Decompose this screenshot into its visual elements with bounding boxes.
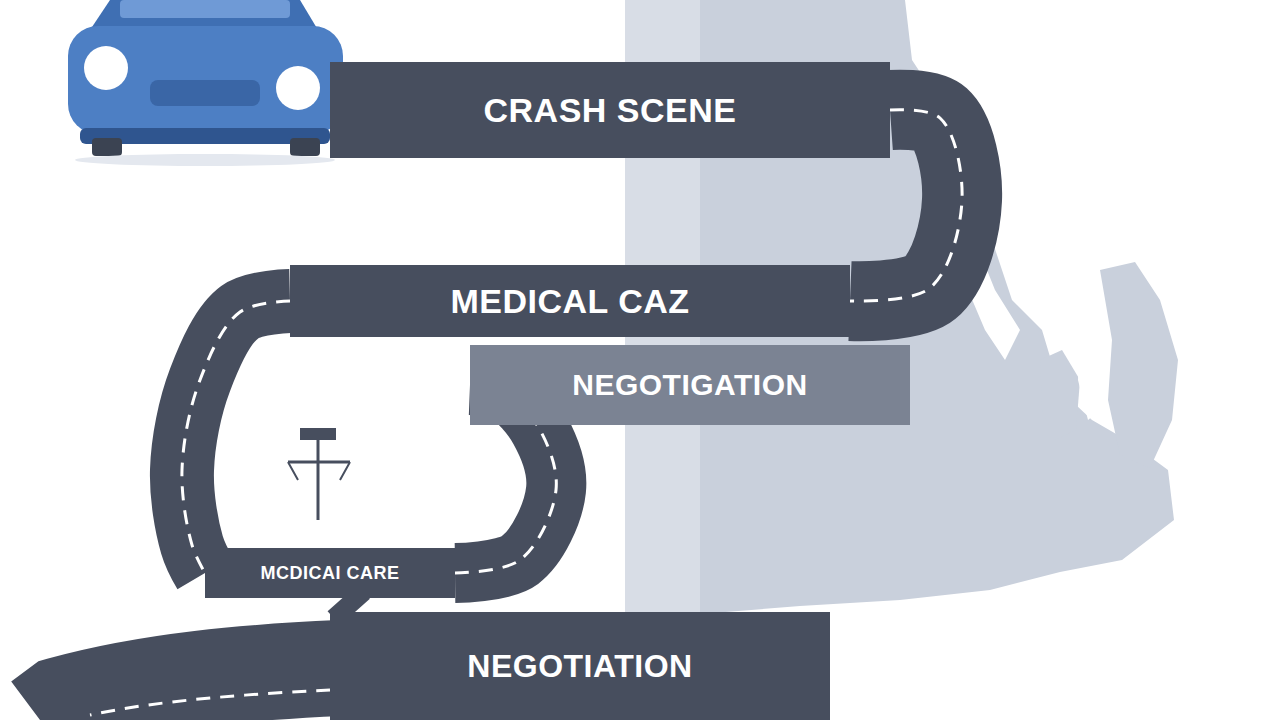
road-connector-group [182,301,290,573]
road-band: MCDICAI CARE [205,548,455,598]
map-bay [1078,300,1100,420]
band-label: NEGOTIGATION [572,368,807,402]
car-windshield [120,0,290,18]
scales-pan [288,462,350,480]
map-island [1040,350,1080,440]
road-segment [40,668,340,720]
band-label: CRASH SCENE [484,91,737,130]
car-grille [150,80,260,106]
car-body [68,26,343,134]
band-label: NEGOTIATION [467,648,692,685]
road-band: CRASH SCENE [330,62,890,158]
road-connector-group [343,598,356,612]
car-shadow [75,154,335,166]
lane-marking [182,301,290,573]
band-label: MCDICAI CARE [261,563,400,584]
road-band: NEGOTIATION [330,612,830,720]
scales-post [317,440,320,520]
car-roof [90,0,318,30]
scales-beam [288,461,350,464]
car-icon [68,0,343,166]
map-island [1100,262,1178,468]
car-headlight [276,66,320,110]
road-connector [343,598,356,612]
road-band: NEGOTIGATION [470,345,910,425]
scales-top [300,428,336,440]
lane-marking [90,690,330,715]
road-connector [182,301,290,573]
car-headlight [84,46,128,90]
scales-icon [230,395,350,520]
band-label: MEDICAL CAZ [450,282,689,321]
road-band: MEDICAL CAZ [290,265,850,337]
car-wheel [92,138,122,156]
car-wheel [290,138,320,156]
icon-ground [230,395,350,515]
road-tail [40,668,340,720]
